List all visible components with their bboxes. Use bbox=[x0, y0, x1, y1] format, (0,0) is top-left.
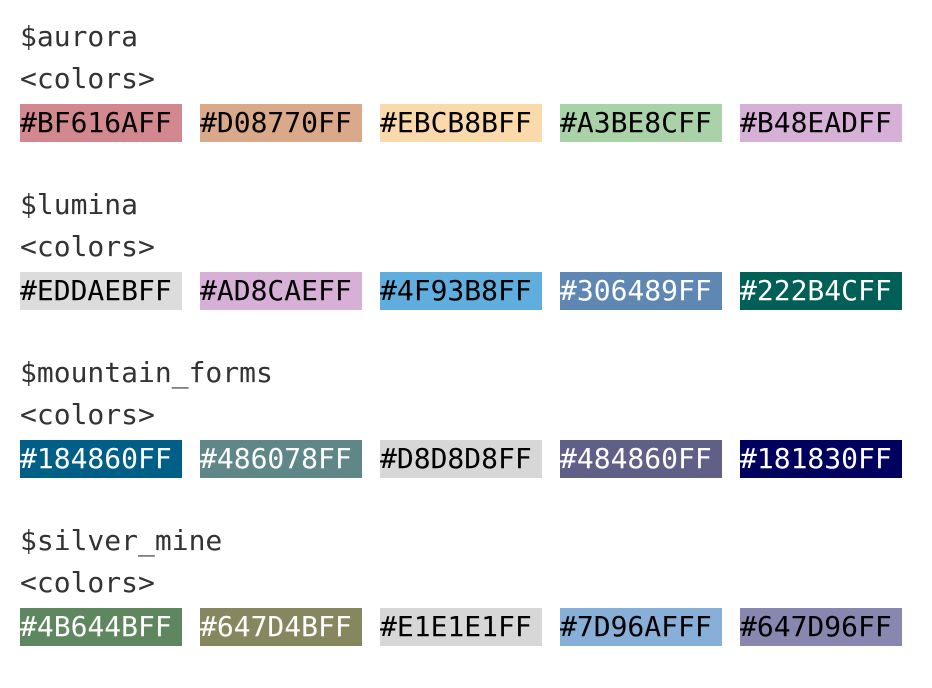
palette-subheader: <colors> bbox=[20, 230, 155, 263]
palette-subheader: <colors> bbox=[20, 62, 155, 95]
color-swatch: #486078FF bbox=[200, 440, 362, 478]
color-swatch: #AD8CAEFF bbox=[200, 272, 362, 310]
swatch-row: #EDDAEBFF #AD8CAEFF #4F93B8FF #306489FF #222… bbox=[20, 272, 920, 310]
swatch-row: #4B644BFF #647D4BFF #E1E1E1FF #7D96AFFF #647… bbox=[20, 608, 920, 646]
color-swatch: #B48EADFF bbox=[740, 104, 902, 142]
palette-subheader: <colors> bbox=[20, 398, 155, 431]
palette-name: $mountain_forms bbox=[20, 356, 273, 389]
palette-subheader: <colors> bbox=[20, 566, 155, 599]
color-swatch: #222B4CFF bbox=[740, 272, 902, 310]
color-swatch: #EBCB8BFF bbox=[380, 104, 542, 142]
color-swatch: #306489FF bbox=[560, 272, 722, 310]
swatch-row: #184860FF #486078FF #D8D8D8FF #484860FF #181… bbox=[20, 440, 920, 478]
color-swatch: #D08770FF bbox=[200, 104, 362, 142]
color-swatch: #4F93B8FF bbox=[380, 272, 542, 310]
color-swatch: #D8D8D8FF bbox=[380, 440, 542, 478]
swatch-row: #BF616AFF #D08770FF #EBCB8BFF #A3BE8CFF #B48… bbox=[20, 104, 920, 142]
color-swatch: #4B644BFF bbox=[20, 608, 182, 646]
color-swatch: #181830FF bbox=[740, 440, 902, 478]
palette-block: $mountain_forms <colors> #184860FF #486078F… bbox=[20, 352, 920, 520]
color-swatch: #EDDAEBFF bbox=[20, 272, 182, 310]
palette-block: $lumina <colors> #EDDAEBFF #AD8CAEFF #4F93B8… bbox=[20, 184, 920, 352]
color-swatch: #7D96AFFF bbox=[560, 608, 722, 646]
color-swatch: #E1E1E1FF bbox=[380, 608, 542, 646]
palette-name: $lumina bbox=[20, 188, 139, 221]
palette-block: $aurora <colors> #BF616AFF #D08770FF #EBCB8B… bbox=[20, 16, 920, 184]
palette-block: $silver_mine <colors> #4B644BFF #647D4BFF #E… bbox=[20, 520, 920, 688]
color-swatch: #184860FF bbox=[20, 440, 182, 478]
color-swatch: #647D4BFF bbox=[200, 608, 362, 646]
palette-name: $silver_mine bbox=[20, 524, 223, 557]
palette-name: $aurora bbox=[20, 20, 139, 53]
color-swatch: #BF616AFF bbox=[20, 104, 182, 142]
color-swatch: #A3BE8CFF bbox=[560, 104, 722, 142]
console-output: $aurora <colors> #BF616AFF #D08770FF #EBCB8B… bbox=[20, 16, 920, 688]
color-swatch: #484860FF bbox=[560, 440, 722, 478]
color-swatch: #647D96FF bbox=[740, 608, 902, 646]
